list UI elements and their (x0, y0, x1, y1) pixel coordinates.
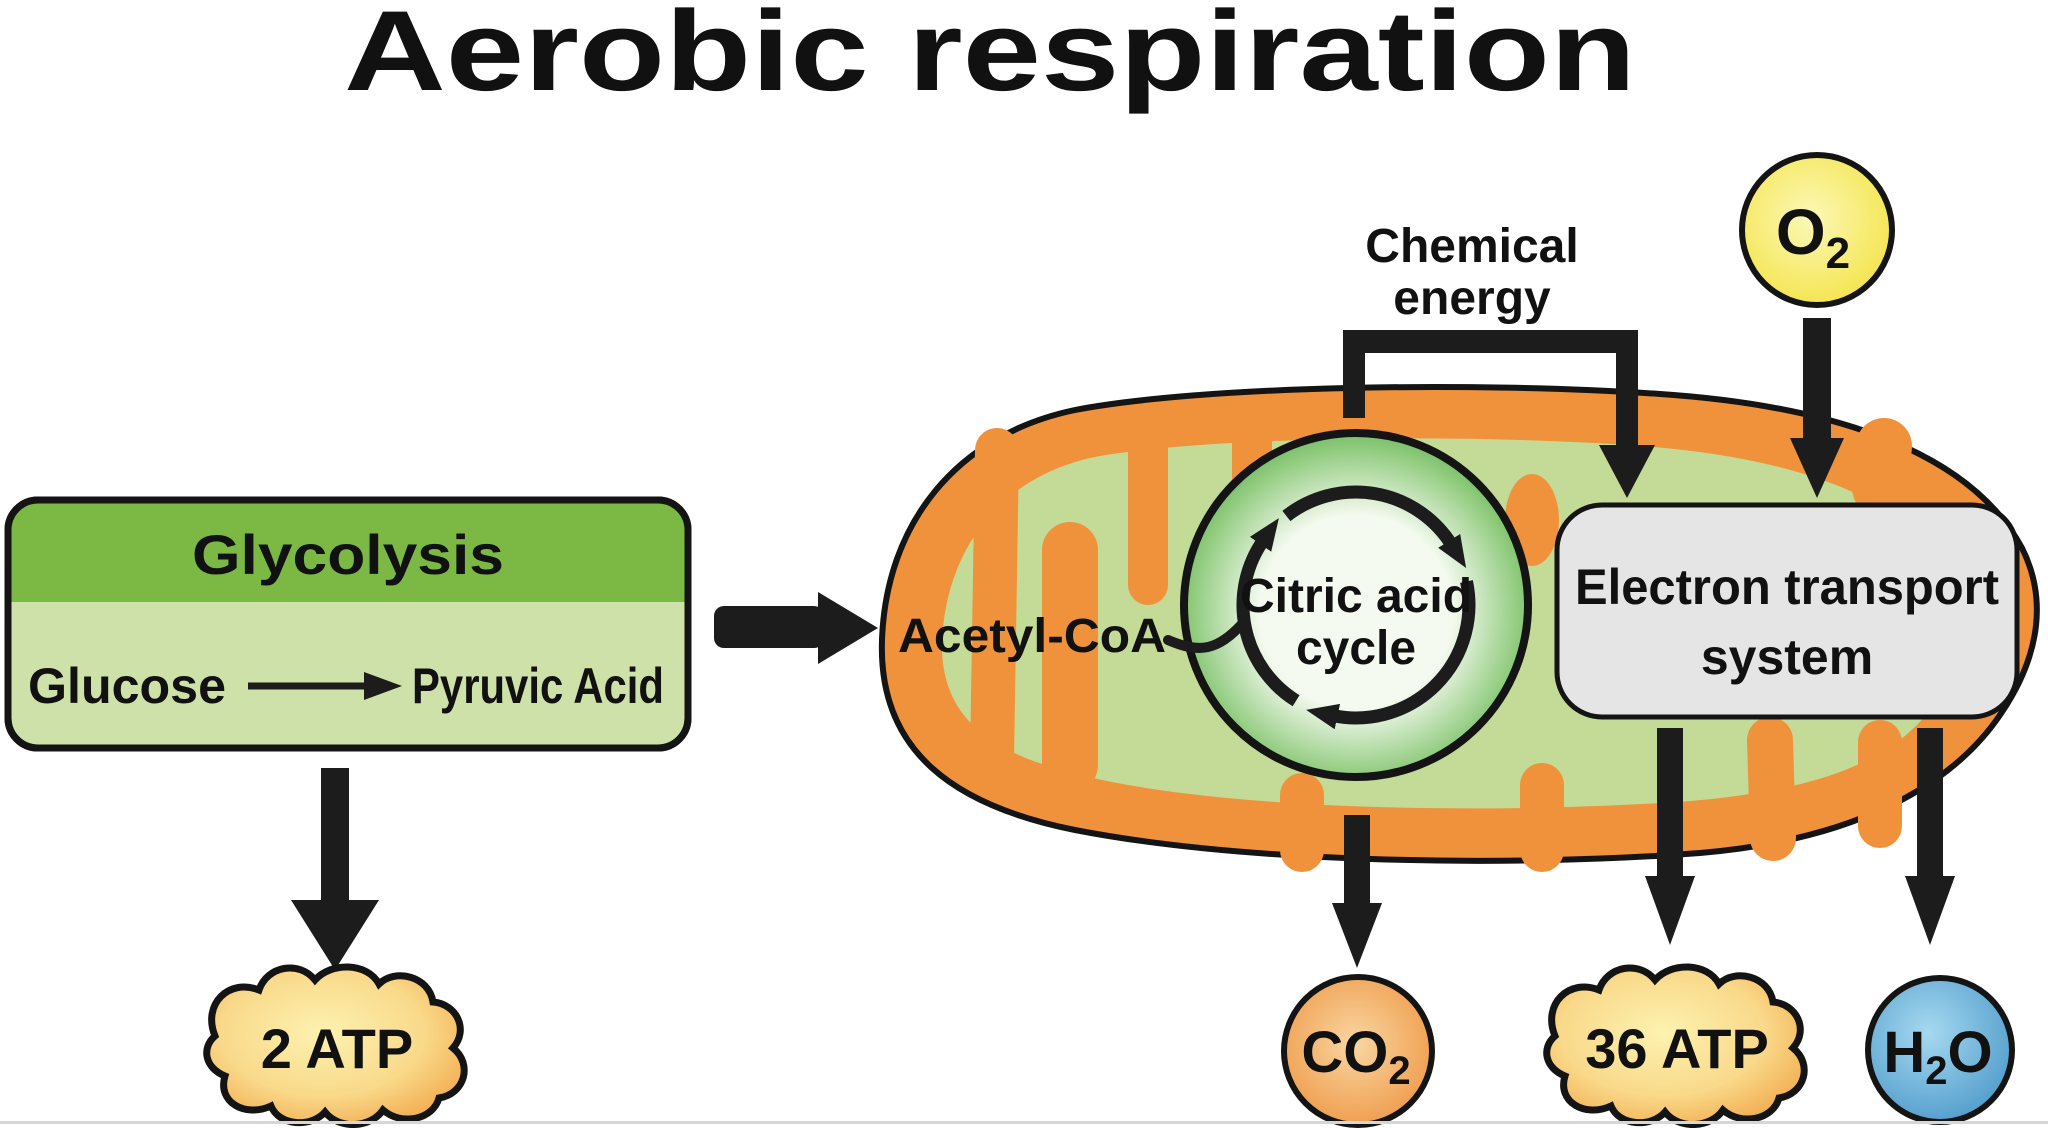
glycolysis-border (4, 496, 692, 752)
acetyl-coa-label: Acetyl-CoA (898, 610, 1166, 663)
o2-input: O2 (1739, 152, 1895, 498)
chemical-energy: Chemical energy (1343, 220, 1655, 498)
page-title: Aerobic respiration (344, 0, 1636, 115)
citric-cycle-label-line2: cycle (1296, 622, 1416, 675)
h2o-label: H2O (1883, 1020, 1992, 1093)
citric-cycle-label-line1: Citric acid (1240, 570, 1472, 623)
reaction-arrow-icon (248, 672, 402, 700)
glycolysis-label: Glycolysis (192, 523, 504, 586)
product-label: Pyruvic Acid (412, 658, 664, 714)
glycolysis-box: Glycolysis Glucose Pyruvic Acid (4, 496, 692, 752)
electron-transport-system-box: Electron transport system (1554, 502, 2020, 720)
substrate-label: Glucose (28, 658, 226, 714)
arrow-glycolysis-to-mitochondrion (714, 592, 878, 664)
co2-label: CO2 (1301, 1020, 1410, 1093)
citric-acid-cycle: Citric acid cycle (1180, 429, 1532, 781)
arrow-down-to-2atp (291, 768, 379, 970)
o2-label: O2 (1776, 196, 1850, 278)
arrow-to-h2o (1905, 728, 1955, 945)
atp-2-blob: 2 ATP (207, 967, 465, 1125)
o2-circle (1739, 152, 1895, 308)
mitochondrion: Citric acid cycle Acetyl-CoA Electron tr… (878, 384, 2040, 872)
co2-circle (1281, 974, 1435, 1128)
ets-label-line1: Electron transport (1575, 559, 1999, 615)
arrow-o2-to-ets (1790, 318, 1844, 498)
glycolysis-reaction: Glucose Pyruvic Acid (28, 658, 664, 714)
atp-2-label: 2 ATP (261, 1017, 413, 1080)
bottom-edge-rule (0, 1121, 2048, 1124)
acetyl-coa-connector (1163, 619, 1247, 653)
arrow-to-co2 (1332, 815, 1382, 968)
atp-36-label: 36 ATP (1585, 1017, 1769, 1080)
glycolysis-header (11, 503, 685, 602)
h2o-output: H2O (1865, 975, 2015, 1125)
chemical-energy-bracket-arrow (1343, 330, 1655, 498)
chemical-energy-label-line1: Chemical (1365, 220, 1578, 273)
arrow-to-36atp (1645, 728, 1695, 945)
ets-label-line2: system (1701, 629, 1873, 685)
chemical-energy-label-line2: energy (1393, 272, 1551, 325)
atp-36-blob: 36 ATP (1547, 967, 1805, 1125)
co2-output: CO2 (1281, 974, 1435, 1128)
